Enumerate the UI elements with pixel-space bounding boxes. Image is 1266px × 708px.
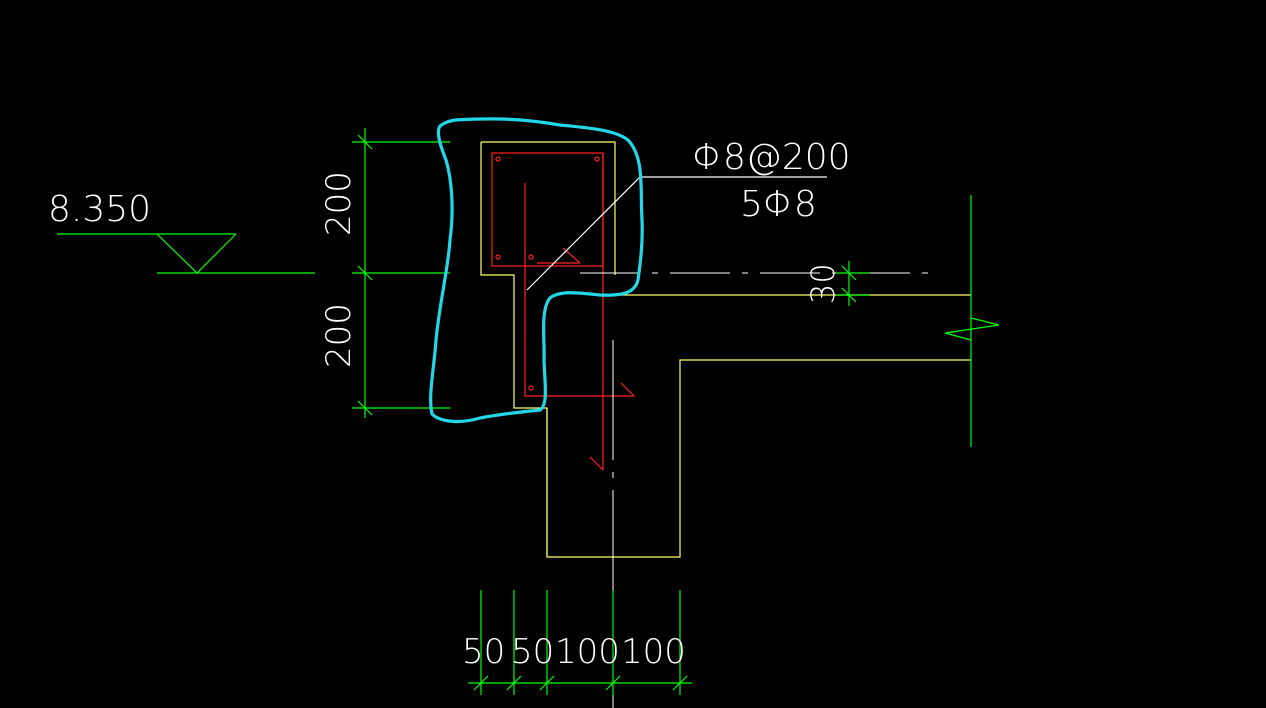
- dimension-horizontal: [468, 590, 692, 695]
- leader-line: [526, 176, 827, 291]
- dim-horizontal-3: 100: [555, 632, 620, 672]
- dimension-vertical: [352, 128, 450, 418]
- longitudinal-rebar-label: 5Φ8: [740, 184, 817, 225]
- dim-vertical-lower: 200: [319, 303, 359, 368]
- stirrup-label: Φ8@200: [692, 137, 851, 178]
- dim-horizontal-2: 50: [511, 632, 554, 672]
- highlight-outline: [429, 117, 644, 424]
- dimension-offset: [836, 261, 870, 306]
- elevation-label: 8.350: [48, 189, 151, 230]
- break-line: [944, 195, 1000, 447]
- elevation-marker: [57, 233, 315, 274]
- dim-horizontal-4: 100: [621, 632, 686, 672]
- dim-vertical-upper: 200: [319, 171, 359, 236]
- dim-offset: 30: [804, 263, 842, 304]
- concrete-outline: [480, 141, 971, 558]
- rebar-cage: [491, 152, 636, 471]
- dim-horizontal-1: 50: [462, 632, 505, 672]
